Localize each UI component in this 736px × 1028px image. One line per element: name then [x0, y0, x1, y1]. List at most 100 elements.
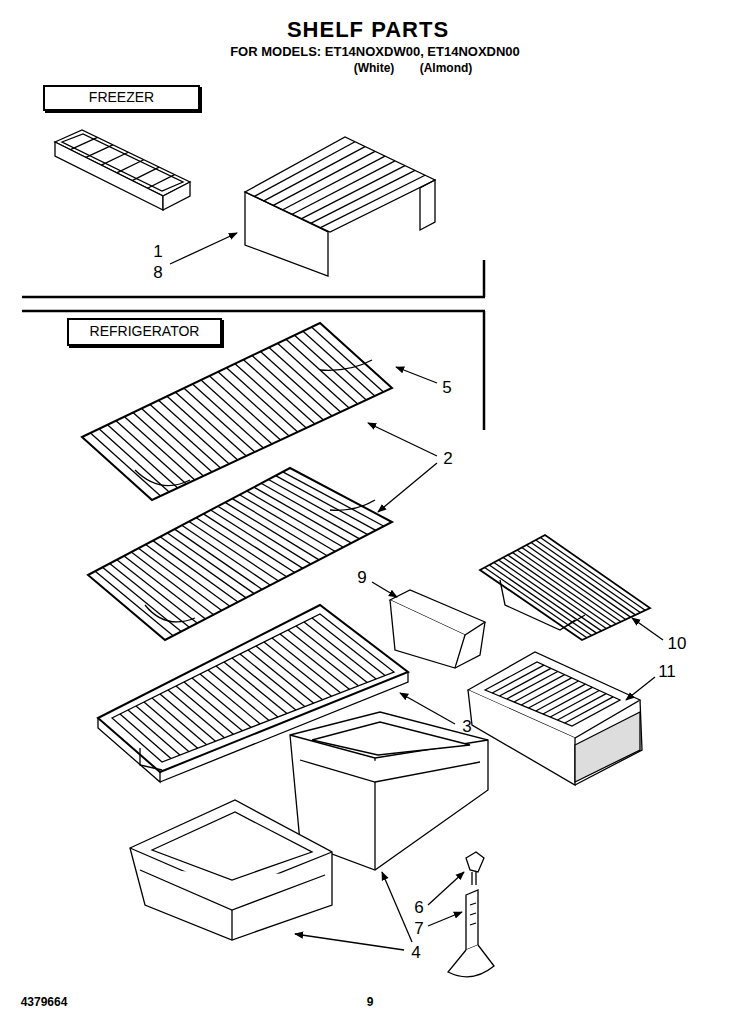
callout-number: 8	[153, 264, 162, 283]
shelf-slat	[108, 425, 178, 488]
shelf-slat	[252, 356, 323, 420]
shelf-slat	[521, 678, 571, 705]
shelf-slat	[280, 634, 349, 689]
shelf-slat	[276, 476, 376, 531]
shelf-slat	[99, 429, 169, 492]
shelf-slat	[136, 706, 189, 752]
shelf-slat	[120, 714, 171, 759]
shelf-slat	[125, 417, 195, 480]
callout-number: 10	[668, 635, 687, 654]
callout-number: 9	[357, 569, 366, 588]
shelf-slat	[196, 518, 286, 577]
shelf-slat	[248, 650, 314, 703]
shelf-slat	[91, 433, 161, 496]
shelf-slat	[86, 145, 113, 158]
shelf-slat	[102, 567, 181, 631]
shelf-slat	[150, 404, 221, 468]
shelf-slat	[522, 548, 626, 620]
shelf-slat	[283, 472, 384, 526]
shelf-slat	[268, 479, 367, 534]
shelf-slat	[211, 510, 303, 568]
shelf-slat	[124, 556, 205, 619]
color-note: (White)	[354, 62, 395, 75]
shelf-slat	[132, 167, 159, 180]
page-number: 9	[367, 996, 374, 1009]
shelf-slat	[296, 626, 367, 682]
shelf-slat	[529, 681, 579, 708]
callout-number: 7	[414, 920, 423, 939]
crisper-drawer	[130, 712, 488, 940]
shelf-slat	[133, 413, 203, 476]
shelf-slat	[304, 622, 376, 679]
shelf-slat	[312, 327, 384, 392]
shelf-slat	[101, 152, 128, 165]
shelf-slat	[247, 491, 344, 547]
shelf-slat	[184, 388, 255, 452]
shelf-slat	[303, 331, 375, 396]
shelf-slat	[193, 384, 264, 448]
shelf-slat	[244, 360, 315, 424]
shelf-slat	[507, 672, 558, 700]
shelf-slat	[499, 560, 602, 631]
callout-number: 6	[414, 899, 423, 918]
shelf-slat	[536, 684, 586, 711]
shelf-slat	[216, 666, 278, 717]
shelf-slat	[218, 372, 289, 436]
shelf-slat	[95, 571, 173, 636]
shelf-slat	[203, 514, 294, 573]
meat-drawer	[468, 652, 642, 785]
shelf-slat	[116, 421, 186, 484]
shelf-slat	[128, 710, 180, 755]
shelf-slat	[224, 662, 287, 714]
section-label: REFRIGERATOR	[90, 324, 200, 339]
shelf-slat	[321, 175, 425, 227]
shelf-slat	[110, 564, 190, 628]
shelf-slat	[272, 638, 340, 693]
shelf-slat	[492, 665, 544, 693]
callout-number: 3	[462, 718, 471, 737]
shelf-slat	[159, 400, 230, 464]
shelf-slat	[264, 642, 332, 696]
shelf-slat	[288, 630, 358, 686]
shelf-slat	[558, 694, 607, 720]
shelf-slat	[208, 670, 269, 720]
shelf-slat	[526, 545, 630, 617]
section-label-box: FREEZER	[43, 85, 200, 111]
shelf-slat	[494, 563, 597, 634]
shelf-slat	[531, 543, 635, 615]
shelf-slat	[500, 668, 551, 696]
shelf-slat	[182, 525, 271, 585]
shelf-slat	[235, 364, 306, 428]
shelf-slat	[189, 522, 279, 582]
shelf-slat	[176, 686, 233, 734]
shelf-slat	[536, 540, 641, 613]
shelf-slat	[210, 376, 281, 440]
ice-tray	[55, 130, 190, 210]
shelf-slat	[70, 137, 97, 149]
shelf-slat	[503, 558, 606, 629]
document-number: 4379664	[21, 996, 68, 1009]
shelf-slat	[227, 368, 298, 432]
shelf-slat	[240, 495, 336, 552]
section-label: FREEZER	[89, 90, 154, 105]
model-numbers: FOR MODELS: ET14NOXDW00, ET14NOXDN00	[230, 45, 520, 59]
shelf-slat	[485, 568, 587, 638]
shelf-slat	[261, 483, 359, 539]
shelf-slat	[550, 691, 599, 718]
shelf-slat	[142, 409, 213, 473]
shelf-slat	[232, 658, 296, 710]
shelf-slat	[139, 548, 222, 610]
shelf-slat	[131, 552, 213, 615]
shelf-slat	[167, 533, 254, 594]
shelf-slat	[489, 565, 591, 635]
shelf-slat	[176, 392, 247, 456]
shelf-slat	[146, 544, 230, 606]
color-note: (Almond)	[420, 62, 473, 75]
shelf-slat	[514, 675, 565, 702]
shelf-slat	[167, 396, 238, 460]
shelf-slat	[160, 537, 246, 598]
shelf-slat	[200, 674, 260, 724]
wire-shelf	[82, 323, 392, 640]
